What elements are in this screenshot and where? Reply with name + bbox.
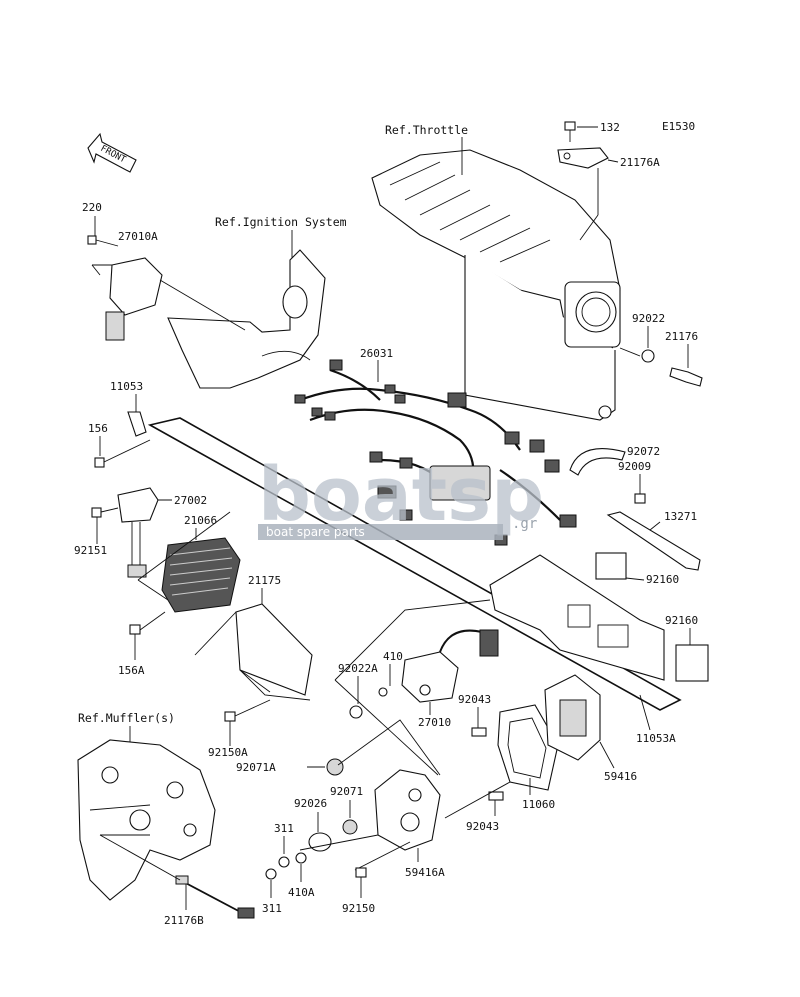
ref-ignition-label: Ref.Ignition System bbox=[215, 215, 347, 229]
bolt-132-icon bbox=[564, 121, 576, 142]
part-label-21175: 21175 bbox=[248, 574, 281, 587]
bolt-156A-icon bbox=[129, 624, 141, 635]
sensor-21176A-icon bbox=[557, 147, 609, 169]
pin-92043-b-icon bbox=[488, 791, 504, 801]
part-label-92043-b: 92043 bbox=[466, 820, 499, 833]
part-label-92022A: 92022A bbox=[338, 662, 378, 675]
ref-muffler-label: Ref.Muffler(s) bbox=[78, 711, 175, 725]
temp-sensor-21176-icon bbox=[669, 367, 703, 387]
nut-311-b-icon bbox=[265, 868, 277, 880]
part-label-21176: 21176 bbox=[665, 330, 698, 343]
sensor-21176B-icon bbox=[175, 875, 255, 919]
part-label-92026: 92026 bbox=[294, 797, 327, 810]
pad-92160-b-icon bbox=[675, 644, 709, 682]
part-label-13271: 13271 bbox=[664, 510, 697, 523]
part-label-27010A: 27010A bbox=[118, 230, 158, 243]
band-92072-icon bbox=[569, 448, 626, 476]
part-label-92022: 92022 bbox=[632, 312, 665, 325]
part-label-410A: 410A bbox=[288, 886, 315, 899]
part-label-27010: 27010 bbox=[418, 716, 451, 729]
part-label-92043-a: 92043 bbox=[458, 693, 491, 706]
part-label-92071A: 92071A bbox=[236, 761, 276, 774]
bolt-92150A-icon bbox=[224, 711, 236, 722]
plug-92071A-icon bbox=[326, 758, 344, 776]
relay-27010A-icon bbox=[91, 257, 163, 341]
ref-throttle-label: Ref.Throttle bbox=[385, 123, 468, 137]
part-label-156A: 156A bbox=[118, 664, 145, 677]
housing-59416A-illustration bbox=[354, 769, 441, 871]
washer-92022A-icon bbox=[349, 705, 363, 719]
part-label-311-b: 311 bbox=[262, 902, 282, 915]
watermark-logo: boatsp .gr boat spare parts bbox=[258, 452, 544, 540]
relay-27002-icon bbox=[117, 487, 159, 578]
bolt-92151-icon bbox=[91, 507, 102, 518]
seal-92026-icon bbox=[308, 832, 332, 852]
pin-92043-a-icon bbox=[471, 727, 487, 737]
part-label-410: 410 bbox=[383, 650, 403, 663]
watermark-suffix: .gr bbox=[512, 516, 537, 532]
part-label-92160-a: 92160 bbox=[646, 573, 679, 586]
part-label-11053: 11053 bbox=[110, 380, 143, 393]
ignition-bracket-illustration bbox=[167, 249, 326, 389]
solenoid-27010-illustration bbox=[401, 629, 499, 703]
part-label-59416: 59416 bbox=[604, 770, 637, 783]
part-label-92160-b: 92160 bbox=[665, 614, 698, 627]
nut-311-a-icon bbox=[278, 856, 290, 868]
wiring-harness-26031-illustration bbox=[294, 359, 577, 546]
part-label-11053A: 11053A bbox=[636, 732, 676, 745]
part-label-27002: 27002 bbox=[174, 494, 207, 507]
part-label-21176A: 21176A bbox=[620, 156, 660, 169]
part-label-132: 132 bbox=[600, 121, 620, 134]
part-label-59416A: 59416A bbox=[405, 866, 445, 879]
part-label-26031: 26031 bbox=[360, 347, 393, 360]
cover-59416-illustration bbox=[544, 674, 601, 761]
part-label-220: 220 bbox=[82, 201, 102, 214]
part-label-156: 156 bbox=[88, 422, 108, 435]
washer-410-icon bbox=[378, 687, 388, 697]
bolt-92009-icon bbox=[634, 493, 646, 504]
throttle-body-illustration bbox=[371, 149, 621, 421]
part-label-92151: 92151 bbox=[74, 544, 107, 557]
part-label-92072: 92072 bbox=[627, 445, 660, 458]
bar-11053A-outline bbox=[147, 417, 682, 711]
regulator-21066-illustration bbox=[161, 537, 241, 613]
washer-92022-icon bbox=[641, 349, 655, 363]
part-label-92150: 92150 bbox=[342, 902, 375, 915]
front-arrow-icon: FRONT bbox=[87, 132, 137, 173]
bolt-156-icon bbox=[94, 457, 105, 468]
bracket-11053-icon bbox=[127, 411, 147, 437]
bolt-220-icon bbox=[87, 235, 119, 247]
plate-13271-icon bbox=[606, 511, 701, 571]
diagram-id: E1530 bbox=[662, 120, 695, 133]
part-label-92071: 92071 bbox=[330, 785, 363, 798]
muffler-illustration bbox=[77, 739, 216, 901]
ecu-21175-illustration bbox=[235, 603, 313, 701]
washer-410A-icon bbox=[295, 852, 307, 864]
part-label-11060: 11060 bbox=[522, 798, 555, 811]
part-label-311-a: 311 bbox=[274, 822, 294, 835]
part-label-92009: 92009 bbox=[618, 460, 651, 473]
watermark-tagline: boat spare parts bbox=[266, 525, 365, 539]
plug-92071-icon bbox=[342, 819, 358, 835]
part-label-21176B: 21176B bbox=[164, 914, 204, 927]
pad-92160-a-icon bbox=[595, 552, 627, 580]
bolt-92150-icon bbox=[355, 867, 367, 878]
part-label-21066: 21066 bbox=[184, 514, 217, 527]
watermark-brand: boatsp bbox=[258, 452, 544, 538]
mounting-plate-illustration bbox=[489, 554, 665, 681]
gasket-11060-illustration bbox=[497, 704, 559, 791]
part-label-92150A: 92150A bbox=[208, 746, 248, 759]
